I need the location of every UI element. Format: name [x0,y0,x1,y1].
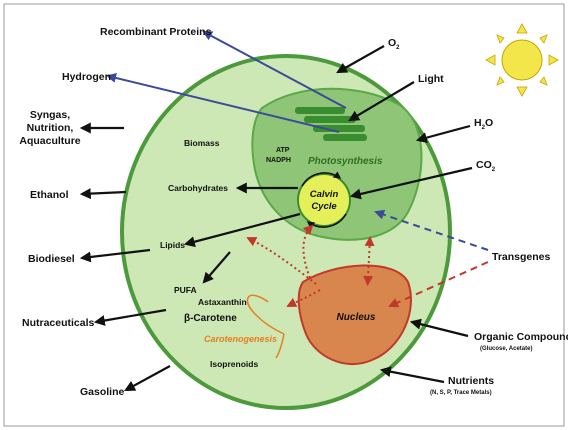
nutrients-label: Nutrients [448,375,494,387]
nutrients-detail: (N, S, P, Trace Metals) [430,390,492,396]
carbohydrates-label: Carbohydrates [168,183,228,193]
organic-compounds-label: Organic Compounds [474,331,568,343]
syngas-label-line1: Syngas, [30,109,70,121]
biodiesel-label: Biodiesel [28,253,75,265]
transgenes-label: Transgenes [492,251,551,263]
nadph-label: NADPH [266,157,291,164]
organic-compounds-detail: (Glucose, Acetate) [480,346,532,352]
hydrogen-label: Hydrogen [62,71,111,83]
nucleus-label: Nucleus [337,312,376,323]
atp-label: ATP [276,147,290,154]
carotenogenesis-label: Carotenogenesis [204,334,277,344]
gasoline-label: Gasoline [80,386,125,398]
pufa-label: PUFA [174,285,197,295]
calvin-label-line2: Cycle [311,201,337,212]
astaxanthin-label: Astaxanthin [198,297,247,307]
photosynthesis-label: Photosynthesis [308,156,383,167]
recombinant-proteins-label: Recombinant Proteins [100,26,212,38]
biomass-label: Biomass [184,138,220,148]
isoprenoids-label: Isoprenoids [210,359,258,369]
calvin-label-line1: Calvin [310,189,339,200]
beta-carotene-label: β-Carotene [184,313,237,324]
ethanol-label: Ethanol [30,189,69,201]
light-label: Light [418,73,444,85]
syngas-label-line3: Aquaculture [19,135,80,147]
lipids-label: Lipids [160,240,185,250]
nutraceuticals-label: Nutraceuticals [22,317,95,329]
syngas-label-line2: Nutrition, [27,122,74,134]
